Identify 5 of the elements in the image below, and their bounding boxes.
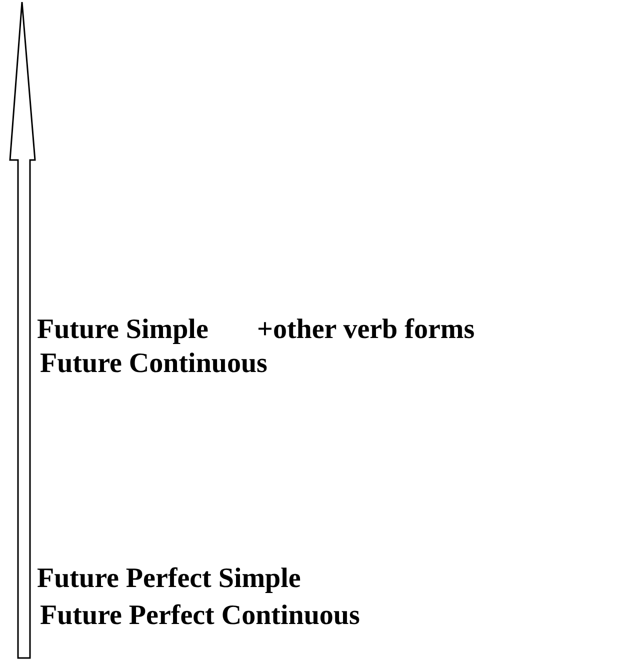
tense-label: +other verb forms	[257, 314, 475, 346]
tense-label: Future Perfect Continuous	[40, 600, 360, 632]
tense-label: Future Continuous	[40, 348, 268, 380]
tense-label: Future Simple	[37, 314, 208, 346]
tense-label: Future Perfect Simple	[37, 563, 301, 595]
